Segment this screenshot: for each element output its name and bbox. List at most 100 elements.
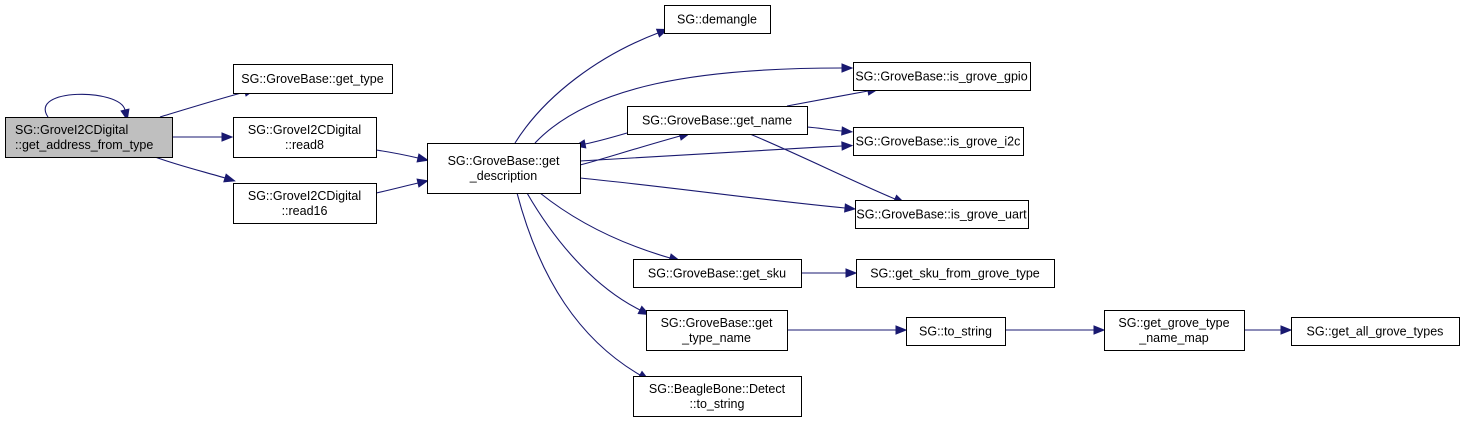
node-label: SG::GroveBase::get — [661, 316, 773, 330]
node-get-sku[interactable]: SG::GroveBase::get_sku — [633, 259, 802, 288]
node-is-grove-gpio[interactable]: SG::GroveBase::is_grove_gpio — [853, 62, 1031, 91]
edge-line — [526, 192, 641, 311]
node-read8[interactable]: SG::GroveI2CDigital::read8 — [233, 117, 377, 158]
node-box — [1104, 310, 1245, 351]
edge-line — [579, 177, 846, 209]
node-label: SG::get_all_grove_types — [1307, 325, 1444, 339]
node-get-type[interactable]: SG::GroveBase::get_type — [233, 64, 393, 94]
node-get-grove-type-name-map[interactable]: SG::get_grove_type_name_map — [1104, 310, 1245, 351]
edge-line — [786, 90, 869, 107]
node-label: SG::GroveI2CDigital — [15, 123, 128, 137]
edge-root-to-root — [44, 93, 130, 122]
arrowhead-icon — [223, 173, 236, 183]
arrowhead-icon — [841, 141, 854, 151]
node-label: _description — [469, 169, 537, 183]
node-box — [906, 317, 1006, 346]
arrowhead-icon — [1280, 325, 1293, 335]
edge-line — [44, 93, 126, 118]
node-label: SG::GroveBase::is_grove_gpio — [855, 70, 1027, 84]
edge-line — [516, 192, 641, 376]
node-label: ::get_address_from_type — [15, 138, 153, 152]
edge-get-description-to-get-type-name — [526, 192, 651, 316]
edge-get-sku-to-get-sku-from-grove-type — [801, 268, 858, 278]
node-label: SG::GroveBase::get_name — [642, 114, 792, 128]
edge-line — [375, 149, 419, 159]
node-box — [853, 127, 1024, 156]
node-to-string[interactable]: SG::to_string — [906, 317, 1006, 346]
node-label: SG::GroveI2CDigital — [248, 123, 361, 137]
node-label: ::read8 — [285, 138, 324, 152]
arrowhead-icon — [841, 126, 854, 136]
node-label: SG::to_string — [919, 325, 992, 339]
edge-line — [579, 145, 843, 162]
node-demangle[interactable]: SG::demangle — [664, 5, 771, 34]
edge-get-type-name-to-to-string — [787, 325, 908, 335]
edge-line — [584, 132, 628, 145]
arrowhead-icon — [416, 153, 430, 163]
edge-read16-to-get-description — [375, 178, 430, 194]
node-box — [646, 310, 788, 351]
arrowhead-icon — [1093, 325, 1106, 335]
node-label: _type_name — [681, 331, 751, 345]
node-get-sku-from-grove-type[interactable]: SG::get_sku_from_grove_type — [856, 259, 1055, 288]
node-box — [853, 62, 1031, 91]
arrowhead-icon — [416, 178, 430, 188]
arrowhead-icon — [841, 63, 854, 73]
node-box — [633, 376, 802, 417]
node-is-grove-uart[interactable]: SG::GroveBase::is_grove_uart — [855, 200, 1029, 229]
edge-line — [806, 126, 843, 132]
node-root[interactable]: SG::GroveI2CDigital::get_address_from_ty… — [5, 117, 173, 158]
edge-line — [514, 32, 659, 144]
edge-get-description-to-bb-to-string — [516, 192, 650, 381]
edge-line — [534, 67, 843, 144]
node-get-all-grove-types[interactable]: SG::get_all_grove_types — [1291, 317, 1460, 346]
arrowhead-icon — [895, 325, 908, 335]
node-label: SG::BeagleBone::Detect — [649, 382, 786, 396]
node-label: SG::demangle — [677, 13, 757, 27]
node-label: SG::GroveBase::get — [448, 154, 560, 168]
node-label: ::to_string — [690, 397, 745, 411]
node-box — [633, 259, 802, 288]
node-read16[interactable]: SG::GroveI2CDigital::read16 — [233, 183, 377, 224]
edge-root-to-read8 — [172, 132, 234, 142]
node-box — [627, 106, 808, 135]
node-label: SG::GroveBase::get_sku — [648, 267, 786, 281]
node-is-grove-i2c[interactable]: SG::GroveBase::is_grove_i2c — [853, 127, 1024, 156]
edge-line — [749, 133, 896, 200]
edge-line — [154, 156, 226, 179]
node-box — [856, 259, 1055, 288]
node-label: SG::GroveBase::is_grove_uart — [856, 208, 1027, 222]
node-get-type-name[interactable]: SG::GroveBase::get_type_name — [646, 310, 788, 351]
edge-root-to-read16 — [154, 156, 236, 183]
edge-get-name-to-get-description — [573, 132, 628, 149]
arrowhead-icon — [844, 203, 857, 213]
node-label: _name_map — [1138, 331, 1209, 345]
node-box — [855, 200, 1029, 229]
node-box — [5, 117, 173, 158]
edge-line — [579, 135, 681, 166]
edge-get-name-to-is-grove-i2c — [806, 126, 854, 136]
edge-line — [159, 91, 246, 118]
node-get-name[interactable]: SG::GroveBase::get_name — [627, 106, 808, 135]
node-box — [664, 5, 771, 34]
node-box — [1291, 317, 1460, 346]
edge-read8-to-get-description — [375, 149, 430, 163]
node-box — [233, 117, 377, 158]
node-label: SG::GroveBase::get_type — [241, 72, 383, 86]
edge-get-description-to-is-grove-i2c — [579, 141, 854, 162]
arrowhead-icon — [845, 268, 858, 278]
node-label: SG::get_sku_from_grove_type — [870, 267, 1040, 281]
node-label: SG::GroveBase::is_grove_i2c — [856, 135, 1021, 149]
edge-get-description-to-is-grove-uart — [579, 177, 857, 213]
edge-line — [539, 192, 671, 259]
edge-get-description-to-is-grove-gpio — [534, 63, 854, 144]
node-label: ::read16 — [282, 204, 328, 218]
edge-get-grove-type-name-map-to-get-all-grove-types — [1244, 325, 1293, 335]
node-get-description[interactable]: SG::GroveBase::get_description — [427, 143, 581, 194]
arrowhead-icon — [221, 132, 234, 142]
node-box — [233, 183, 377, 224]
node-bb-to-string[interactable]: SG::BeagleBone::Detect::to_string — [633, 376, 802, 417]
node-label: SG::GroveI2CDigital — [248, 189, 361, 203]
node-label: SG::get_grove_type — [1118, 316, 1229, 330]
